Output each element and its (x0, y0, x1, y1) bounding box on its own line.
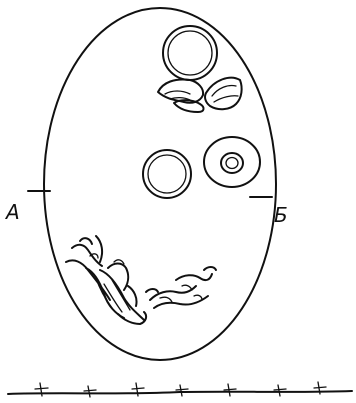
section-marker-left: А (4, 191, 50, 224)
grass-tuft-marks (35, 382, 326, 397)
ground-surface (8, 382, 352, 397)
section-label-right: Б (274, 203, 288, 227)
bone-cluster-right (146, 267, 216, 308)
grave-pit-outline (44, 8, 276, 360)
vessel-ring-top (163, 26, 217, 80)
bone-cluster-left (66, 236, 146, 324)
section-label-left: А (4, 200, 20, 224)
pottery-shards (158, 78, 242, 112)
section-marker-right: Б (250, 197, 288, 227)
vessel-ring-right (204, 137, 260, 187)
vessel-ring-middle (143, 150, 191, 198)
